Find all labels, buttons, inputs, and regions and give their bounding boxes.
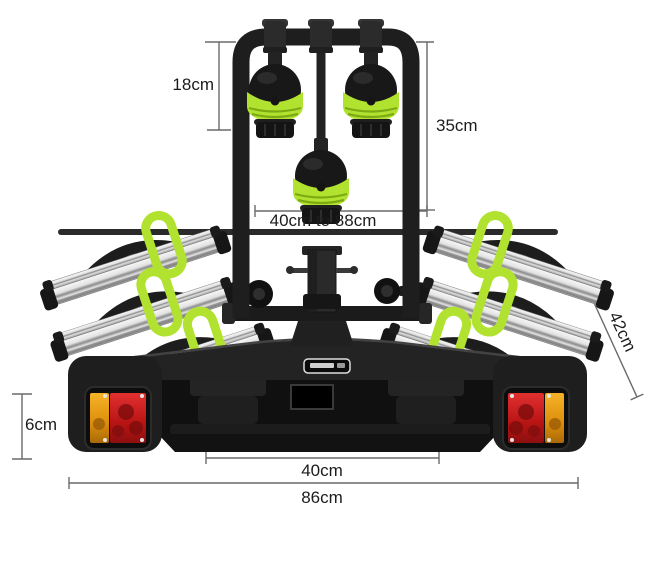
hitch-post <box>286 246 358 313</box>
clamp-collar-centre <box>308 19 334 53</box>
bumper-lower-lip <box>158 434 497 452</box>
brand-plate <box>303 358 351 374</box>
hitch-pin-right <box>336 268 354 273</box>
securing-strap <box>471 267 518 337</box>
dimension-line-86cm <box>68 477 579 489</box>
dimension-label-mast-height: 35cm <box>436 116 478 135</box>
securing-strap <box>467 210 513 279</box>
dimension-label-clamp-drop: 18cm <box>172 75 214 94</box>
crossbar <box>226 306 428 321</box>
crossbar-cap-right <box>419 303 432 324</box>
dimension-line-18cm <box>205 41 236 131</box>
dimension-line-40cm <box>205 452 440 464</box>
dimension-line-6cm <box>12 393 32 460</box>
clamp-knob-left <box>245 50 305 140</box>
hand-knob-left <box>241 280 273 308</box>
dimension-label-overall-width: 86cm <box>301 488 343 507</box>
clamp-collar-left <box>262 19 288 53</box>
securing-strap <box>141 210 187 279</box>
dimension-label-adjust-range: 40cm to 88cm <box>269 211 377 230</box>
hitch-receiver-opening <box>290 384 334 410</box>
hitch-pin-left <box>290 268 308 273</box>
tail-light-left <box>84 386 152 450</box>
top-hoop-assembly <box>232 19 420 318</box>
bumper-lower-rail <box>170 424 490 436</box>
dimension-line-40-88cm <box>254 205 428 217</box>
crossbar-cap-left <box>222 303 235 324</box>
dimension-lines <box>12 41 644 489</box>
centre-stem <box>316 48 326 144</box>
dimension-label-inner-width: 40cm <box>301 461 343 480</box>
tail-light-right <box>502 386 570 450</box>
dimension-label-light-depth: 6cm <box>24 415 58 434</box>
securing-strap <box>136 267 183 337</box>
clamp-collar-right <box>358 19 384 53</box>
centre-assembly <box>222 246 432 346</box>
beam-neck <box>290 321 354 346</box>
bumper-assembly <box>68 337 587 452</box>
frame-clamp-left <box>190 368 266 424</box>
clamp-knob-right <box>341 50 401 140</box>
